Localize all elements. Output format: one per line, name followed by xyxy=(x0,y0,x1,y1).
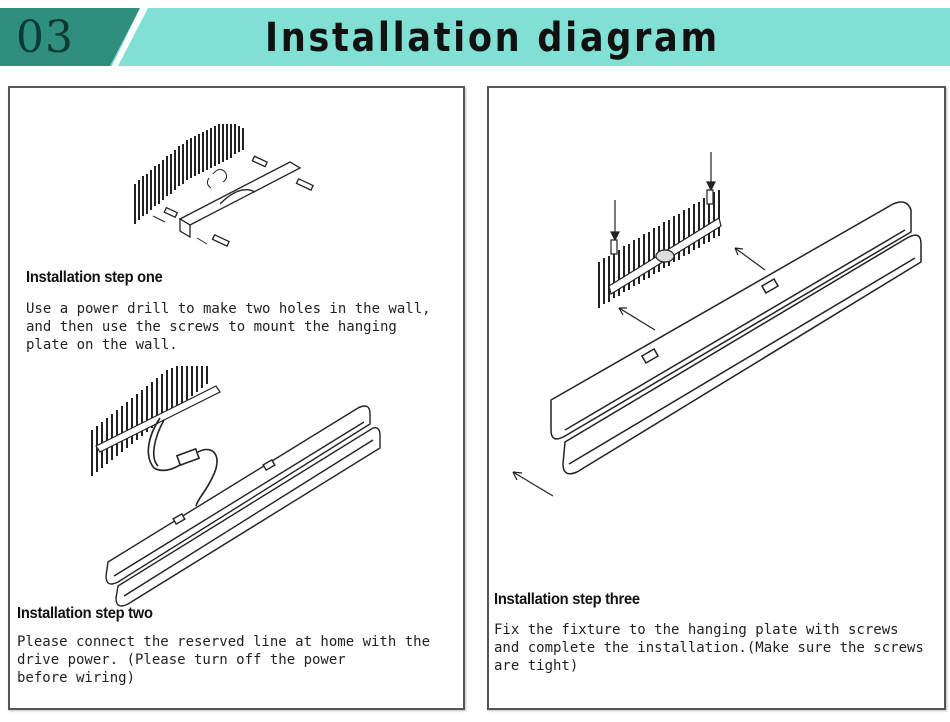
section-header: 03 Installation diagram xyxy=(0,0,950,72)
step-three-text: Fix the fixture to the hanging plate wit… xyxy=(494,622,924,674)
hanging-plate xyxy=(180,162,300,237)
wall-hatching xyxy=(92,366,207,476)
arrows xyxy=(153,216,207,244)
step-one-title: Installation step one xyxy=(26,269,163,286)
step-two-text: Please connect the reserved line at home… xyxy=(17,634,431,686)
screw-arrows xyxy=(611,152,715,254)
light-bar xyxy=(551,202,921,474)
step-one-illustration xyxy=(125,124,325,254)
hanging-plate xyxy=(609,218,721,294)
wire-connection xyxy=(148,418,217,506)
wires xyxy=(207,169,226,188)
step-two-title: Installation step two xyxy=(17,605,153,622)
mounting-arrows xyxy=(513,248,765,496)
step-three-title: Installation step three xyxy=(494,591,640,608)
panel-step-three: Installation step three Fix the fixture … xyxy=(487,86,946,710)
light-bar xyxy=(106,406,380,606)
step-one-text: Use a power drill to make two holes in t… xyxy=(26,301,431,353)
step-two-illustration xyxy=(88,366,378,606)
page-title: Installation diagram xyxy=(265,15,720,61)
step-three-illustration xyxy=(507,152,927,512)
header-band xyxy=(0,8,950,66)
wall-hatching xyxy=(135,124,243,224)
screws xyxy=(164,156,313,246)
hanging-plate xyxy=(96,386,220,452)
panel-steps-one-two: Installation step one Use a power drill … xyxy=(8,86,465,710)
section-number: 03 xyxy=(16,12,74,63)
